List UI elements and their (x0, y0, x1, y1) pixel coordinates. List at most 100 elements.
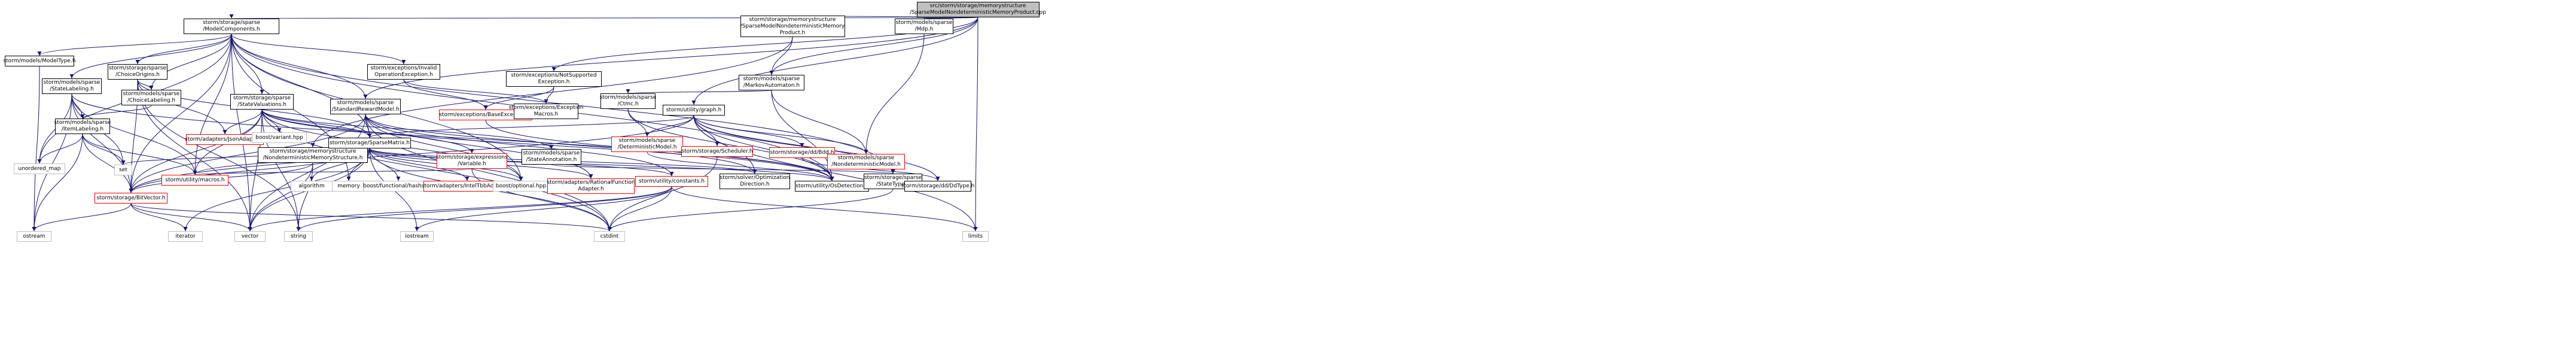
edge-constants-to-cstdint (607, 186, 672, 232)
node-ddtype[interactable]: storm/storage/dd/DdType.h (901, 181, 974, 192)
node-ndms[interactable]: storm/storage/memorystructure /Nondeterm… (258, 147, 368, 163)
edge-itemlabeling-to-ostream (32, 133, 83, 232)
edge-bitvector-to-iterator (130, 203, 188, 232)
node-memory[interactable]: memory (332, 181, 365, 192)
node-stdreward[interactable]: storm/models/sparse /StandardRewardModel… (330, 99, 401, 114)
edge-sparsematrix-to-iterator (183, 148, 370, 232)
edge-markovauto-to-ctmc (626, 89, 772, 94)
edge-modelcomponents-to-vector (231, 34, 252, 232)
edge-bdd-to-ddtype (801, 157, 940, 181)
edge-constants-to-iostream (414, 186, 672, 232)
edge-modelcomponents-to-sparsematrix (231, 34, 372, 138)
edge-root-to-modelcomponents (231, 14, 978, 19)
edge-notsupported-to-baseexc (483, 86, 554, 110)
node-statelabeling[interactable]: storm/models/sparse /StateLabeling.h (42, 78, 102, 94)
edge-modelcomponents-to-modeltype (37, 34, 232, 56)
edge-modelcomponents-to-invalidop (231, 34, 406, 65)
edge-expvar-to-cstdint (471, 168, 612, 232)
edge-smnmp_h-to-markovauto (769, 37, 793, 75)
edge-modelcomponents-to-choicelabeling (149, 34, 232, 90)
edge-markovauto-to-nondetmodel (771, 90, 868, 154)
edge-choiceorigins-to-jsonadapter (137, 79, 227, 135)
node-iostream[interactable]: iostream (400, 231, 434, 242)
edge-stdreward-to-constants (365, 114, 674, 177)
node-boostopt[interactable]: boost/optional.hpp (493, 181, 549, 192)
node-ostream[interactable]: ostream (17, 231, 51, 242)
node-excmacros[interactable]: storm/exceptions/Exception Macros.h (508, 104, 584, 119)
node-constants[interactable]: storm/utility/constants.h (635, 176, 708, 187)
edge-root-to-notsupported (551, 17, 978, 72)
node-rationalfn[interactable]: storm/adapters/RationalFunction Adapter.… (547, 178, 635, 194)
node-modeltype[interactable]: storm/models/ModelType.h (3, 56, 76, 66)
node-itemlabeling[interactable]: storm/models/sparse /ItemLabeling.h (54, 119, 111, 134)
node-choiceorigins[interactable]: storm/storage/sparse /ChoiceOrigins.h (108, 64, 167, 80)
edge-graph_h-to-sparsematrix (367, 115, 694, 138)
edge-modelcomponents-to-stdreward (231, 34, 368, 99)
node-limits[interactable]: limits (962, 231, 989, 242)
node-root: src/storm/storage/memorystructure /Spars… (910, 2, 1046, 17)
edge-bitvector-to-cstdint (130, 203, 612, 232)
node-modelcomponents[interactable]: storm/storage/sparse /ModelComponents.h (184, 19, 279, 34)
node-graph_h[interactable]: storm/utility/graph.h (663, 105, 725, 116)
node-stateannot[interactable]: storm/models/sparse /StateAnnotation.h (522, 149, 581, 165)
include-dependency-graph: src/storm/storage/memorystructure /Spars… (3, 2, 1046, 242)
edge-constants-to-string (296, 186, 672, 232)
edge-notsupported-to-excmacros (544, 86, 554, 104)
node-smnmp_h[interactable]: storm/storage/memorystructure /SparseMod… (740, 16, 845, 37)
node-jsonadapter[interactable]: storm/adapters/JsonAdapter.h (185, 134, 265, 145)
node-unordered_map[interactable]: unordered_map (14, 163, 65, 174)
edge-root-to-limits (973, 17, 978, 232)
graph-edges (32, 14, 978, 232)
edge-choiceorigins-to-choicelabeling (137, 79, 154, 90)
edge-statevaluations-to-sparsematrix (261, 109, 372, 138)
node-set[interactable]: set (114, 165, 132, 175)
node-boosthash[interactable]: boost/functional/hash.hpp (363, 181, 434, 192)
node-markovauto[interactable]: storm/models/sparse /MarkovAutomaton.h (739, 75, 804, 90)
node-string[interactable]: string (284, 231, 313, 242)
node-statevaluations[interactable]: storm/storage/sparse /StateValuations.h (230, 94, 294, 110)
edge-choiceorigins-to-vector (137, 79, 252, 232)
edge-sparsematrix-to-osdetect (369, 148, 834, 181)
node-boostvariant[interactable]: boost/variant.hpp (252, 132, 307, 143)
edge-ndms-to-string (296, 162, 313, 232)
node-ctmc[interactable]: storm/models/sparse /Ctmc.h (600, 93, 656, 109)
node-bdd[interactable]: storm/storage/dd/Bdd.h (769, 147, 835, 158)
edge-itemlabeling-to-bitvector (82, 133, 133, 193)
edge-graph_h-to-detmodel (645, 115, 694, 137)
edge-statevaluations-to-bitvector (129, 109, 263, 193)
node-scheduler[interactable]: storm/storage/Scheduler.h (681, 146, 753, 157)
node-optdir[interactable]: storm/solver/Optimization Direction.h (720, 174, 790, 189)
node-macros[interactable]: storm/utility/macros.h (161, 175, 228, 186)
node-osdetect[interactable]: storm/utility/OsDetection.h (795, 181, 869, 192)
edge-graph_h-to-osdetect (693, 115, 834, 181)
node-notsupported[interactable]: storm/exceptions/NotSupported Exception.… (506, 71, 602, 87)
edge-root-to-markovauto (769, 17, 978, 75)
edge-expvar-to-macros (193, 168, 472, 175)
node-expvar[interactable]: storm/storage/expressions /Variable.h (436, 153, 508, 169)
node-mdp_h[interactable]: storm/models/sparse /Mdp.h (895, 19, 953, 34)
edge-stdreward-to-vector (248, 114, 366, 232)
edge-statelabeling-to-ostream (32, 93, 72, 232)
edge-invalidop-to-excmacros (403, 79, 548, 104)
edge-stdreward-to-boostopt (365, 114, 523, 181)
node-vector[interactable]: vector (234, 231, 266, 242)
node-iterator[interactable]: iterator (168, 231, 203, 242)
node-algorithm[interactable]: algorithm (291, 181, 333, 192)
edge-ctmc-to-osdetect (627, 108, 834, 181)
edge-statelabeling-to-macros (71, 93, 197, 175)
edge-constants-to-vector (248, 186, 672, 232)
edge-itemlabeling-to-set (82, 133, 126, 165)
node-nondetmodel[interactable]: storm/models/sparse /NondeterministicMod… (827, 154, 905, 169)
edge-modelcomponents-to-statevaluations (231, 34, 264, 95)
edge-statevaluations-to-string (261, 109, 301, 232)
edge-constants-to-limits (671, 186, 978, 232)
node-cstdint[interactable]: cstdint (594, 231, 625, 242)
edge-choicelabeling-to-itemlabeling (80, 105, 152, 119)
node-choicelabeling[interactable]: storm/models/sparse /ChoiceLabeling.h (121, 90, 181, 105)
edge-modelcomponents-to-statelabeling (69, 34, 232, 79)
node-invalidop[interactable]: storm/exceptions/Invalid OperationExcept… (367, 64, 440, 80)
edge-statevaluations-to-jsonadapter (222, 109, 263, 135)
node-sparsematrix[interactable]: storm/storage/SparseMatrix.h (328, 138, 411, 148)
node-bitvector[interactable]: storm/storage/BitVector.h (94, 193, 167, 204)
node-detmodel[interactable]: storm/models/sparse /DeterministicModel.… (611, 136, 683, 152)
